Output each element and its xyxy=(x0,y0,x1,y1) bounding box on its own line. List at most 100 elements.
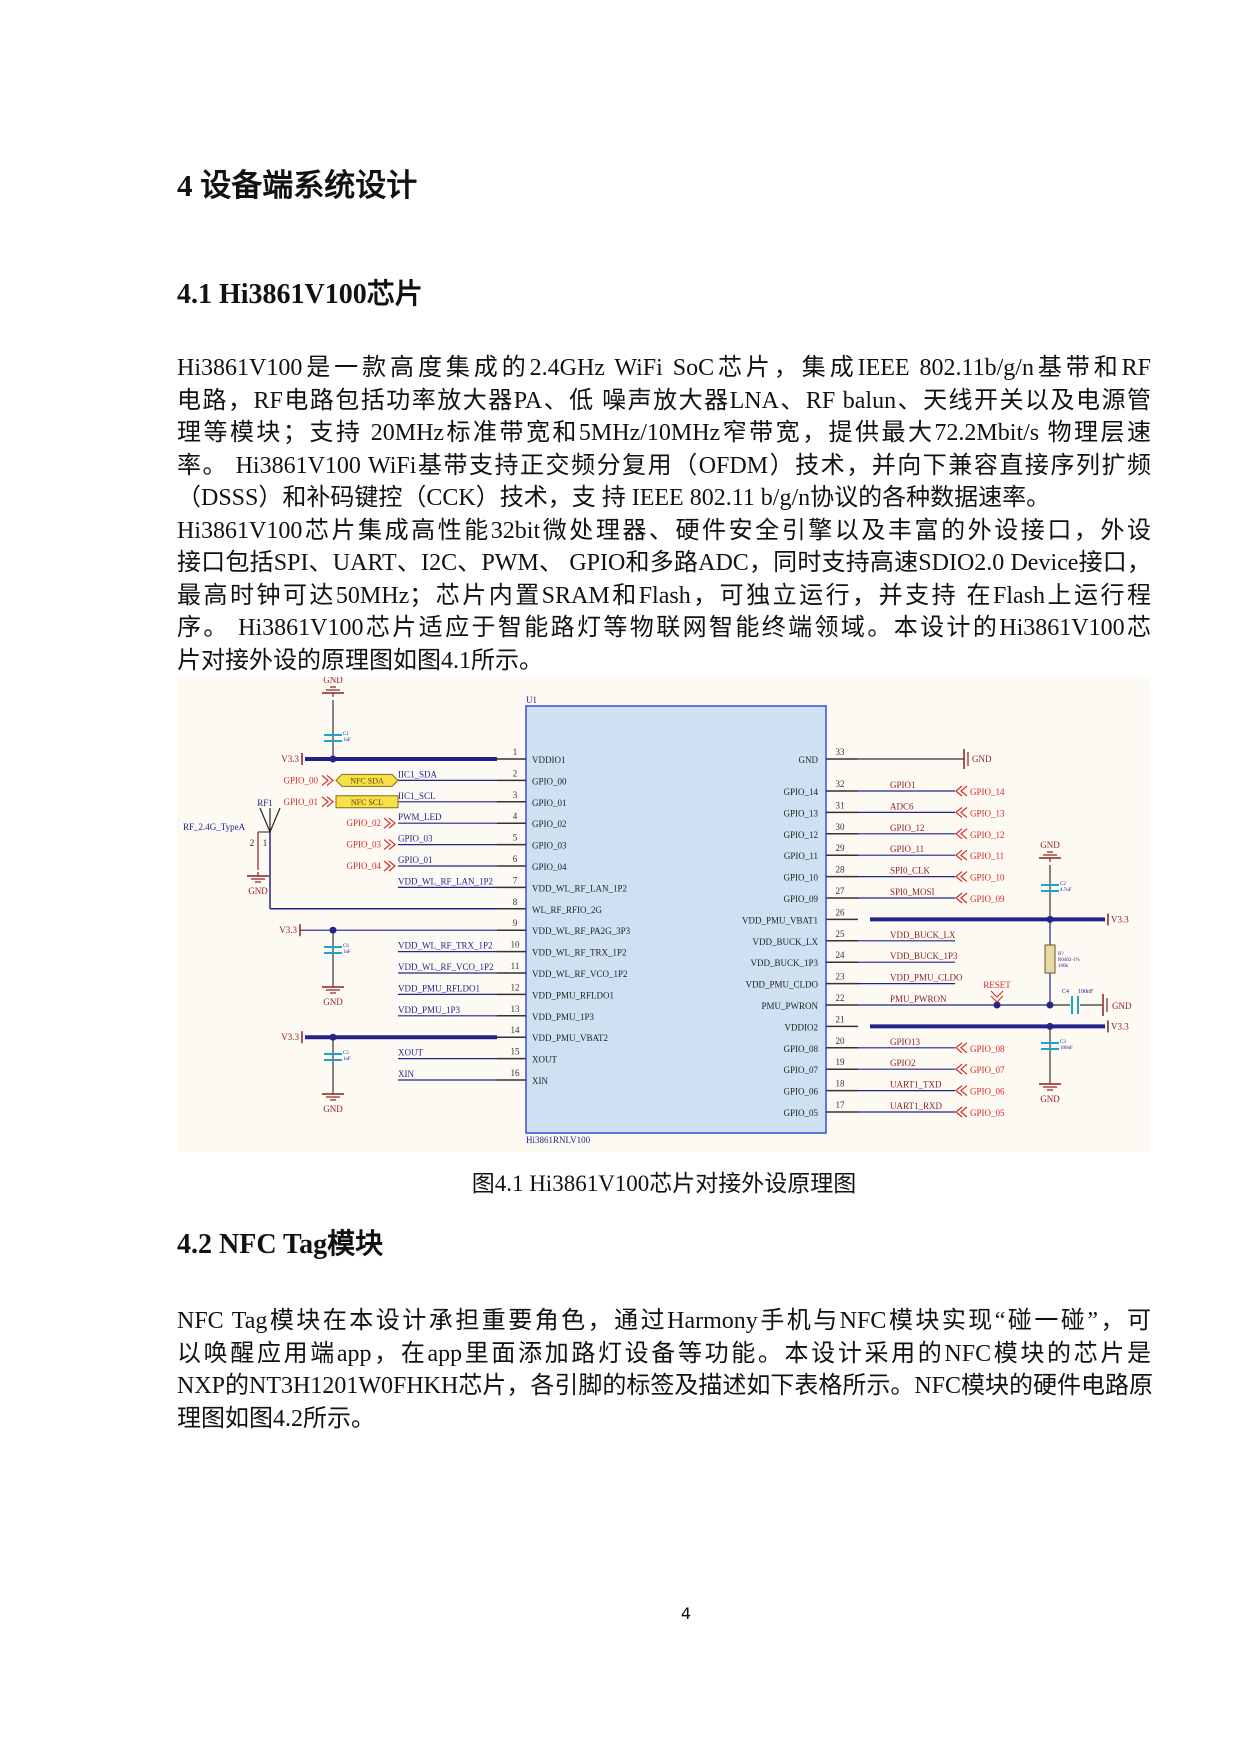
net-label: GPIO2 xyxy=(890,1058,916,1068)
pin-name: GPIO_04 xyxy=(532,862,567,872)
gnd-label: GND xyxy=(248,886,268,896)
pin-name: GPIO_12 xyxy=(783,830,818,840)
offsheet-chevron-icon xyxy=(321,796,334,808)
offsheet-chevron-icon xyxy=(383,817,396,829)
net-label: IIC1_SDA xyxy=(398,769,438,779)
pin-number: 16 xyxy=(511,1068,521,1078)
chip-body xyxy=(525,705,827,1134)
net-label: UART1_TXD xyxy=(890,1080,942,1090)
pin-name: VDD_PMU_VBAT2 xyxy=(532,1033,608,1043)
pin-number: 33 xyxy=(836,747,846,757)
offsheet-label: GPIO_12 xyxy=(970,830,1005,840)
pin-number: 24 xyxy=(836,950,846,960)
pin-name: GPIO_00 xyxy=(532,776,567,786)
paragraph-line: 接口包括SPI、UART、I2C、PWM、 GPIO和多路ADC，同时支持高速S… xyxy=(177,550,1151,576)
pin-name: GPIO_02 xyxy=(532,819,567,829)
pin-name: GPIO_06 xyxy=(783,1087,818,1097)
offsheet-label: GPIO_03 xyxy=(346,840,381,850)
net-label: UART1_RXD xyxy=(890,1101,942,1111)
gnd-label: GND xyxy=(323,997,343,1007)
v33-label: V3.3 xyxy=(1111,914,1129,924)
pin-number: 31 xyxy=(836,800,845,810)
section-4-2-paragraph: NFC Tag模块在本设计承担重要角色，通过Harmony手机与NFC模块实现“… xyxy=(177,1305,1153,1435)
port-label: NFC SDA xyxy=(350,776,384,785)
cap-value: 1uF xyxy=(343,738,351,743)
pin-number: 21 xyxy=(836,1014,845,1024)
pin-name: VDD_PMU_CLDO xyxy=(745,980,818,990)
pin-number: 5 xyxy=(513,833,518,843)
pin-number: 23 xyxy=(836,972,846,982)
hi3861-schematic: U1Hi3861RNLV1001VDDIO12GPIO_00IIC1_SDANF… xyxy=(177,677,1150,1152)
nfc-port-icon xyxy=(335,773,399,787)
net-label: XOUT xyxy=(398,1048,423,1058)
cap-ref: C3 xyxy=(1060,1040,1066,1045)
offsheet-chevron-icon xyxy=(955,806,968,818)
gnd-label: GND xyxy=(972,754,992,764)
resistor-package: R0402-1% xyxy=(1058,958,1080,963)
pin-number: 7 xyxy=(513,875,518,885)
pin-name: GPIO_03 xyxy=(532,841,567,851)
net-label: GPIO_12 xyxy=(890,823,925,833)
section-4-1-title: 4.1 Hi3861V100芯片 xyxy=(177,279,423,310)
pin-name: VDD_BUCK_LX xyxy=(752,937,818,947)
cap-ref: C2 xyxy=(1060,882,1066,887)
offsheet-chevron-icon xyxy=(955,1063,968,1075)
pin-name: VDD_WL_RF_VCO_1P2 xyxy=(532,969,628,979)
pin-number: 29 xyxy=(836,843,846,853)
paragraph-line: 理图如图4.2所示。 xyxy=(177,1405,375,1432)
port-label: NFC SCL xyxy=(351,798,383,807)
offsheet-chevron-icon xyxy=(955,849,968,861)
paragraph-line: 电路，RF电路包括功率放大器PA、低 噪声放大器LNA、RF balun、天线开… xyxy=(177,387,1151,414)
net-label: SPI0_MOSI xyxy=(890,887,935,897)
net-label: IIC1_SCL xyxy=(398,791,436,801)
net-label: XIN xyxy=(398,1069,414,1079)
figure-caption: 图4.1 Hi3861V100芯片对接外设原理图 xyxy=(471,1171,857,1196)
paragraph-line: Hi3861V100是一款高度集成的2.4GHz WiFi SoC芯片，集成IE… xyxy=(177,355,1151,381)
pin-name: VDDIO1 xyxy=(532,755,566,765)
paragraph-line: Hi3861V100芯片集成高性能32bit微处理器、硬件安全引擎以及丰富的外设… xyxy=(177,517,1151,544)
net-label: VDD_WL_RF_LAN_1P2 xyxy=(398,876,493,886)
pin-number: 6 xyxy=(513,854,518,864)
net-label: VDD_WL_RF_VCO_1P2 xyxy=(398,962,494,972)
net-label: GPIO_01 xyxy=(398,855,433,865)
cap-ref: C1 xyxy=(343,732,349,737)
pin-name: VDDIO2 xyxy=(785,1022,819,1032)
offsheet-label: GPIO_01 xyxy=(283,797,318,807)
v33-label: V3.3 xyxy=(1111,1021,1129,1031)
offsheet-chevron-icon xyxy=(955,828,968,840)
paragraph-line: 以唤醒应用端app，在app里面添加路灯设备等功能。本设计采用的NFC模块的芯片… xyxy=(177,1340,1151,1367)
paragraph-line: 率。 Hi3861V100 WiFi基带支持正交频分复用（OFDM）技术，并向下… xyxy=(177,452,1151,479)
resistor-value: 100k xyxy=(1058,964,1069,969)
nfc-port-icon xyxy=(335,795,399,809)
pin-number: 26 xyxy=(836,907,846,917)
offsheet-chevron-icon xyxy=(955,1042,968,1054)
cap-ref: C5 xyxy=(343,1051,349,1056)
page-number: 4 xyxy=(680,1604,692,1623)
section-4-2-title: 4.2 NFC Tag模块 xyxy=(177,1229,384,1260)
offsheet-chevron-icon xyxy=(383,860,396,872)
paragraph-line: 理等模块；支持 20MHz标准带宽和5MHz/10MHz窄带宽，提供最大72.2… xyxy=(177,420,1151,446)
pin-number: 13 xyxy=(511,1004,521,1014)
antenna-pin: 2 xyxy=(250,838,255,848)
paragraph-line: 最高时钟可达50MHz；芯片内置SRAM和Flash，可独立运行，并支持 在Fl… xyxy=(177,582,1151,609)
gnd-label: GND xyxy=(323,677,343,685)
offsheet-label: GPIO_09 xyxy=(970,894,1005,904)
pin-number: 27 xyxy=(836,886,846,896)
offsheet-label: GPIO_06 xyxy=(970,1087,1005,1097)
pin-name: PMU_PWRON xyxy=(761,1001,818,1011)
pin-name: GPIO_08 xyxy=(783,1044,818,1054)
pin-number: 15 xyxy=(511,1047,521,1057)
pin-name: GPIO_01 xyxy=(532,798,567,808)
net-label: VDD_PMU_1P3 xyxy=(398,1005,461,1015)
pin-name: VDD_PMU_1P3 xyxy=(532,1012,595,1022)
pin-name: VDD_WL_RF_PA2G_3P3 xyxy=(532,926,631,936)
pin-name: XOUT xyxy=(532,1055,557,1065)
net-label: PWM_LED xyxy=(398,812,442,822)
pin-name: GPIO_13 xyxy=(783,808,818,818)
pin-number: 25 xyxy=(836,929,846,939)
pin-name: GPIO_10 xyxy=(783,873,818,883)
offsheet-chevron-icon xyxy=(955,785,968,797)
resistor-icon xyxy=(1044,944,1056,974)
pin-number: 1 xyxy=(513,747,518,757)
gnd-label: GND xyxy=(323,1104,343,1114)
